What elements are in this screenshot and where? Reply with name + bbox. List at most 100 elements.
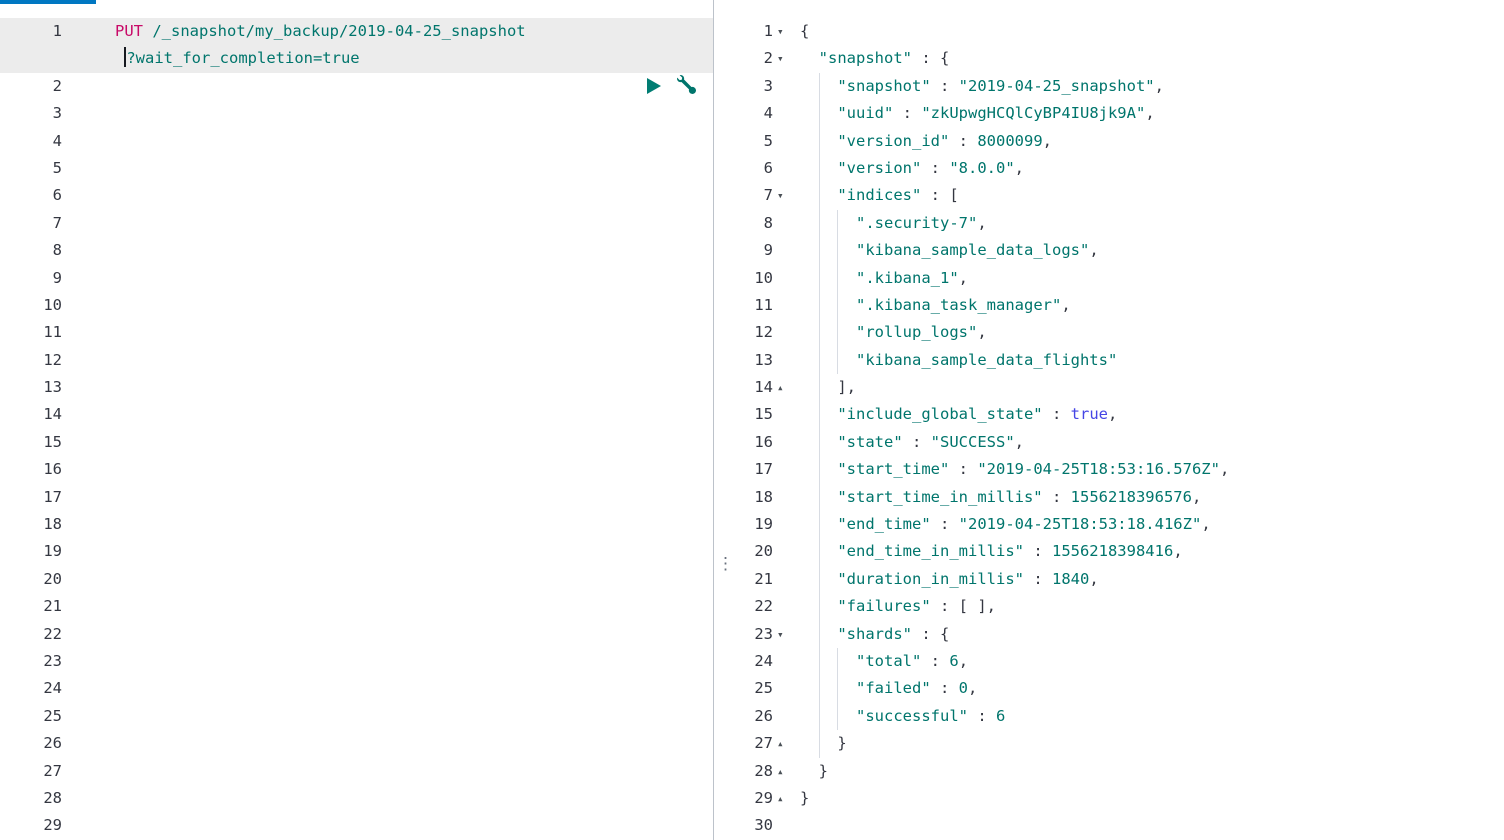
code-token-guide: [819, 484, 838, 511]
fold-gutter-spacer: [773, 675, 800, 702]
request-code-line[interactable]: 17: [0, 484, 713, 511]
request-code-line[interactable]: 18: [0, 511, 713, 538]
line-number: 19: [43, 542, 62, 561]
line-text: [62, 292, 713, 319]
code-token-punct: ],: [837, 378, 857, 397]
line-text: [62, 237, 713, 264]
code-token-guide: [819, 429, 838, 456]
line-text: "snapshot" : {: [800, 45, 1504, 72]
request-code-line[interactable]: 29: [0, 812, 713, 839]
line-number: 17: [43, 487, 62, 506]
request-code-line[interactable]: 6: [0, 182, 713, 209]
fold-gutter-spacer: [773, 100, 800, 127]
request-code-line[interactable]: 25: [0, 703, 713, 730]
fold-gutter-spacer: [773, 566, 800, 593]
code-token-guide: [819, 703, 838, 730]
code-token-punct: :: [949, 131, 978, 150]
code-token-key: "shards": [837, 624, 912, 643]
code-token-ws: [800, 542, 819, 560]
code-token-number: 6: [949, 651, 959, 670]
line-text: [62, 785, 713, 812]
code-token-string: "kibana_sample_data_flights": [856, 350, 1118, 369]
fold-gutter-spacer: [773, 237, 800, 264]
request-code-line[interactable]: 27: [0, 758, 713, 785]
response-code-line: 26 "successful" : 6: [737, 703, 1504, 730]
code-token-punct: : [ ],: [930, 597, 996, 616]
code-token-ws: [800, 625, 819, 643]
fold-gutter-spacer: [773, 292, 800, 319]
request-code-line[interactable]: 21: [0, 593, 713, 620]
panel-resizer[interactable]: ⋮: [713, 0, 737, 840]
response-code-line: 14 ▴ ],: [737, 374, 1504, 401]
fold-toggle-icon[interactable]: ▴: [777, 764, 784, 778]
request-code-line[interactable]: ?wait_for_completion=true: [0, 45, 713, 73]
request-code-line[interactable]: 7: [0, 210, 713, 237]
request-code-line[interactable]: 24: [0, 675, 713, 702]
request-code-line[interactable]: 5: [0, 155, 713, 182]
code-token-string: "SUCCESS": [930, 432, 1015, 451]
line-text: [62, 566, 713, 593]
request-options-button[interactable]: [676, 74, 696, 96]
code-token-ws: [800, 734, 819, 752]
code-token-guide: [819, 401, 838, 428]
resizer-handle-icon[interactable]: ⋮: [717, 554, 734, 574]
request-code-line[interactable]: 11: [0, 319, 713, 346]
line-text: [62, 593, 713, 620]
code-token-punct: ,: [1061, 295, 1071, 314]
request-code-line[interactable]: 15: [0, 429, 713, 456]
code-token-guide: [819, 73, 838, 100]
request-code-line[interactable]: 26: [0, 730, 713, 757]
line-text: [800, 812, 1504, 839]
request-code-line[interactable]: 13: [0, 374, 713, 401]
request-code-line[interactable]: 4: [0, 128, 713, 155]
line-number: 5: [763, 131, 773, 150]
code-token-boolean: true: [1070, 405, 1108, 424]
code-token-key: "start_time": [837, 460, 950, 479]
request-code-line[interactable]: 16: [0, 456, 713, 483]
request-code-line[interactable]: 23: [0, 648, 713, 675]
code-token-guide: [819, 593, 838, 620]
response-pane[interactable]: 1▾{2▾ "snapshot" : {3 "snapshot" : "2019…: [737, 0, 1504, 840]
request-code-line[interactable]: 2: [0, 73, 713, 100]
request-code-line[interactable]: 19: [0, 538, 713, 565]
code-token-punct: :: [930, 515, 959, 534]
code-token-guide: [819, 648, 838, 675]
request-code-line[interactable]: 20: [0, 566, 713, 593]
fold-toggle-icon[interactable]: ▾: [777, 627, 784, 641]
code-token-key: "start_time_in_millis": [837, 487, 1043, 506]
line-text: }: [800, 785, 1504, 812]
line-text: "end_time" : "2019-04-25T18:53:18.416Z",: [800, 511, 1504, 538]
code-token-ws: [800, 104, 819, 122]
code-token-url: ?wait_for_completion=true: [126, 49, 360, 68]
line-number: 29: [754, 788, 773, 807]
line-number: 13: [43, 378, 62, 397]
line-number: 14: [754, 378, 773, 397]
code-token-punct: {: [800, 22, 810, 40]
request-code-line[interactable]: 10: [0, 292, 713, 319]
request-code-line[interactable]: 3: [0, 100, 713, 127]
line-text: "uuid" : "zkUpwgHCQlCyBP4IU8jk9A",: [800, 100, 1504, 127]
request-code-line[interactable]: 22: [0, 621, 713, 648]
request-code-line[interactable]: 9: [0, 265, 713, 292]
code-token-string: "rollup_logs": [856, 323, 978, 342]
line-number: 9: [763, 241, 773, 260]
fold-toggle-icon[interactable]: ▴: [777, 381, 784, 395]
fold-toggle-icon[interactable]: ▾: [777, 52, 784, 66]
fold-toggle-icon[interactable]: ▴: [777, 737, 784, 751]
request-code-line[interactable]: 28: [0, 785, 713, 812]
fold-toggle-icon[interactable]: ▾: [777, 25, 784, 38]
send-request-button[interactable]: [647, 78, 661, 94]
code-token-string: ".security-7": [856, 213, 978, 232]
fold-toggle-icon[interactable]: ▾: [777, 189, 784, 203]
fold-toggle-icon[interactable]: ▴: [777, 791, 784, 805]
response-code-line: 9 "kibana_sample_data_logs",: [737, 237, 1504, 264]
request-code-line[interactable]: 8: [0, 237, 713, 264]
code-token-ws: [800, 323, 819, 341]
request-code-line[interactable]: 14: [0, 401, 713, 428]
line-number: 21: [43, 597, 62, 616]
request-code-line[interactable]: 12: [0, 347, 713, 374]
fold-gutter-spacer: [773, 429, 800, 456]
code-token-punct: :: [1023, 569, 1052, 588]
